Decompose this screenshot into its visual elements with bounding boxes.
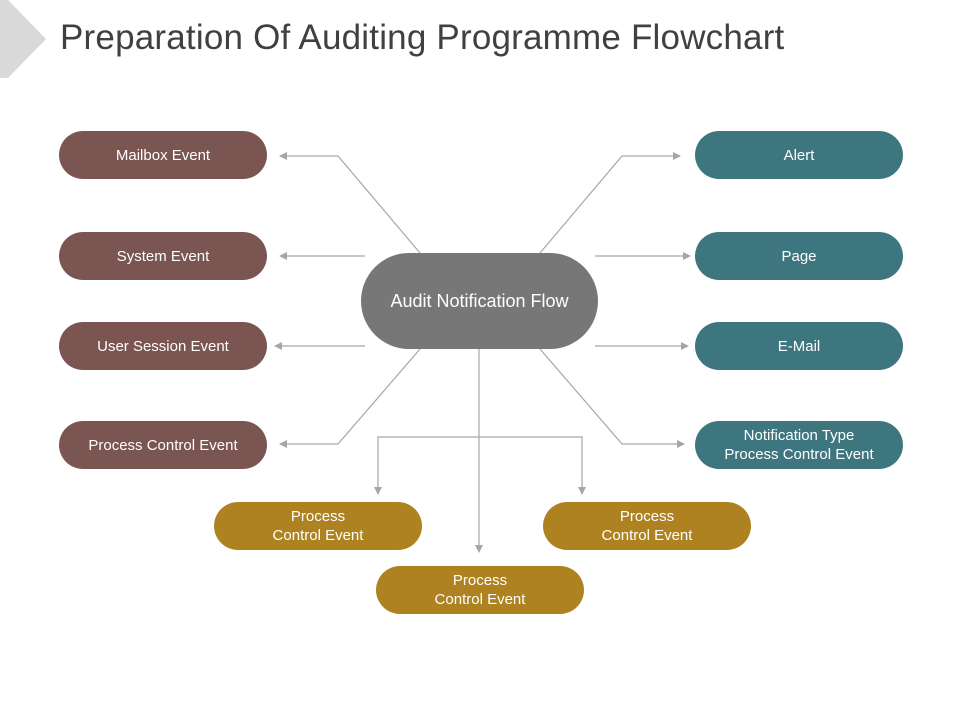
node-process-control-event-bottom-center: Process Control Event (376, 566, 584, 614)
node-label: Notification Type Process Control Event (724, 427, 874, 463)
node-label: Process Control Event (601, 508, 693, 544)
node-process-control-event-bottom-right: Process Control Event (543, 502, 751, 550)
connector-to-mailbox-event (279, 152, 421, 254)
connector-to-bottom-left (374, 436, 479, 495)
node-user-session-event: User Session Event (59, 322, 267, 370)
node-notification-type-process-control-event: Notification Type Process Control Event (695, 421, 903, 469)
node-label: User Session Event (97, 337, 229, 355)
page-title: Preparation Of Auditing Programme Flowch… (60, 18, 785, 57)
connector-to-bottom-right (479, 436, 586, 495)
connector-to-process-control-event-left (279, 348, 421, 448)
node-process-control-event-left: Process Control Event (59, 421, 267, 469)
corner-chevron-decoration (0, 0, 46, 78)
node-label: System Event (116, 247, 210, 265)
connector-to-alert (539, 152, 681, 254)
node-label: Mailbox Event (115, 146, 211, 164)
node-mailbox-event: Mailbox Event (59, 131, 267, 179)
connector-to-notification-type (539, 348, 685, 448)
node-label: Page (781, 247, 817, 265)
node-alert: Alert (695, 131, 903, 179)
center-node-label: Audit Notification Flow (390, 290, 569, 311)
node-label: Process Control Event (88, 436, 238, 454)
node-page: Page (695, 232, 903, 280)
node-email: E-Mail (695, 322, 903, 370)
node-label: E-Mail (777, 337, 821, 355)
node-label: Alert (783, 146, 815, 164)
node-system-event: System Event (59, 232, 267, 280)
node-process-control-event-bottom-left: Process Control Event (214, 502, 422, 550)
node-label: Process Control Event (272, 508, 364, 544)
node-label: Process Control Event (434, 572, 526, 608)
center-node-audit-notification-flow: Audit Notification Flow (361, 253, 598, 349)
